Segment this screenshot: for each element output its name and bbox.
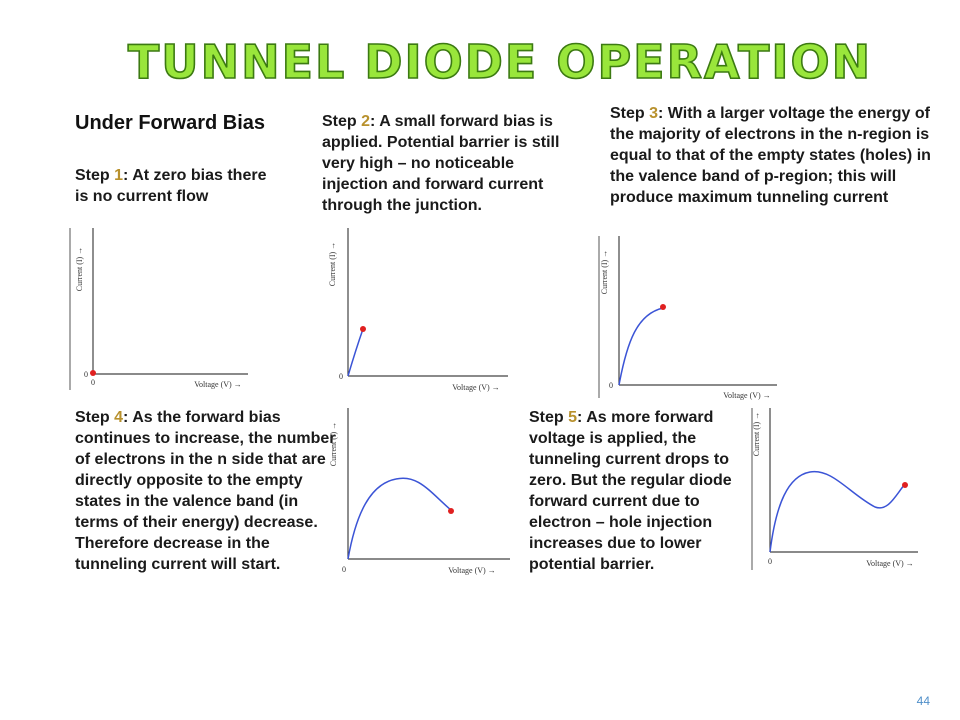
origin-label-x: 0 [91,378,95,387]
operating-point [90,370,96,376]
operating-point [360,326,366,332]
x-axis-label: Voltage (V) → [452,383,499,392]
step-description: : At zero bias there is no current flow [75,167,267,205]
x-axis-label: Voltage (V) → [448,566,495,575]
y-axis-label: Current (I) → [329,422,338,466]
step-number: 4 [114,409,124,426]
origin-label: 0 [609,381,613,390]
step-4-text: Step 4: As the forward bias continues to… [75,407,337,575]
step-3-text: Step 3: With a larger voltage the energy… [610,103,940,208]
step-label: Step [610,105,650,122]
origin-label: 0 [768,557,772,566]
step-number: 1 [114,167,124,184]
step-label: Step [322,113,362,130]
page-number: 44 [916,694,930,708]
operating-point [448,508,454,514]
graph-step-1: Current (I) → Voltage (V) → 0 0 [68,224,258,394]
operating-point [660,304,666,310]
step-5-text: Step 5: As more forward voltage is appli… [529,407,749,575]
iv-curve [347,328,364,377]
step-description: : As the forward bias continues to incre… [75,409,336,573]
operating-point [902,482,908,488]
section-heading: Under Forward Bias [75,112,266,134]
x-axis-label: Voltage (V) → [194,380,241,389]
step-description: : A small forward bias is applied. Poten… [322,113,560,214]
graph-step-3: Current (I) → Voltage (V) → 0 [597,232,787,402]
iv-curve [618,307,664,386]
graph-step-4: Current (I) → Voltage (V) → 0 [329,404,520,579]
origin-label: 0 [342,565,346,574]
slide-title: TUNNEL DIODE OPERATION [128,35,872,89]
x-axis-label: Voltage (V) → [723,391,770,400]
origin-label: 0 [339,372,343,381]
y-axis-label: Current (I) → [600,250,609,294]
title-banner: TUNNEL DIODE OPERATION [127,34,872,90]
step-number: 2 [361,113,371,130]
y-axis-label: Current (I) → [752,412,761,456]
step-number: 5 [568,409,578,426]
step-description: : With a larger voltage the energy of th… [610,105,931,206]
origin-label: 0 [84,370,88,379]
iv-curve [347,477,453,560]
y-axis-label: Current (I) → [328,242,337,286]
step-label: Step [75,409,115,426]
step-2-text: Step 2: A small forward bias is applied.… [322,111,584,216]
step-1-text: Step 1: At zero bias there is no current… [75,165,280,207]
iv-curve [769,470,906,553]
graph-step-2: Current (I) → Voltage (V) → 0 [318,224,518,394]
step-label: Step [529,409,569,426]
y-axis-label: Current (I) → [75,247,84,291]
graph-step-5: Current (I) → Voltage (V) → 0 [750,404,950,579]
step-label: Step [75,167,115,184]
step-number: 3 [649,105,659,122]
step-description: : As more forward voltage is applied, th… [529,409,732,573]
x-axis-label: Voltage (V) → [866,559,913,568]
